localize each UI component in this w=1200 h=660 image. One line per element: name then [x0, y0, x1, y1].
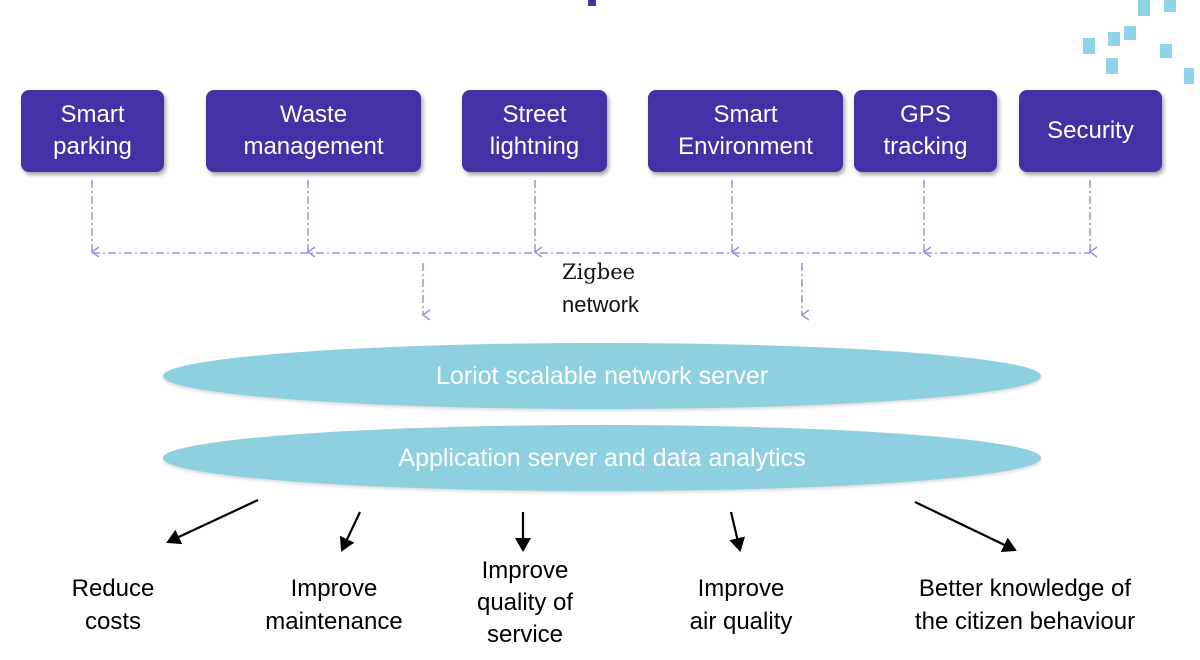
source-box-street-lightning: Street lightning: [462, 90, 607, 172]
source-box-security: Security: [1019, 90, 1162, 172]
outcome-line: Improve: [481, 557, 569, 584]
source-box-smart-parking: Smart parking: [21, 90, 164, 172]
network-label-zigbee: Zigbee: [562, 260, 636, 284]
outcome-line: costs: [84, 608, 141, 635]
outcome-line: the citizen behaviour: [914, 608, 1136, 635]
source-label-line1: Street: [502, 101, 567, 128]
network-server-ellipse: Loriot scalable network server: [163, 343, 1041, 409]
decorative-square: [1108, 32, 1120, 46]
outcome-line: Improve: [697, 575, 785, 602]
outcome-line: air quality: [689, 608, 793, 635]
decorative-square: [1106, 58, 1118, 74]
application-server-ellipse: Application server and data analytics: [163, 425, 1041, 491]
outcome-line: Better knowledge of: [918, 575, 1132, 602]
outcome-arrow: [914, 501, 1017, 553]
decorative-square: [588, 0, 596, 6]
network-label-network: network: [562, 292, 640, 317]
application-server-label: Application server and data analytics: [398, 443, 806, 472]
decorative-square: [1164, 0, 1176, 12]
outcome-line: Reduce: [71, 575, 155, 602]
source-label-line1: Smart: [60, 101, 125, 128]
source-box-waste-management: Waste management: [206, 90, 421, 172]
outcome-improve-quality-of-service: Improve quality of service: [385, 555, 665, 651]
outcome-arrow: [166, 499, 259, 545]
source-label-line1: Waste: [279, 101, 348, 128]
outcome-improve-maintenance: Improve maintenance: [194, 572, 474, 638]
source-label-line2: lightning: [489, 133, 580, 160]
outcome-line: maintenance: [265, 608, 403, 635]
decorative-square: [1138, 0, 1150, 16]
decorative-square: [1160, 44, 1172, 58]
outcome-arrow: [339, 511, 361, 552]
source-label-line1: GPS: [900, 101, 951, 128]
outcome-arrow: [729, 511, 746, 552]
outcome-line: Improve: [290, 575, 378, 602]
source-label-line2: tracking: [883, 133, 968, 160]
source-label-line2: Environment: [678, 133, 813, 160]
outcome-improve-air-quality: Improve air quality: [601, 572, 881, 638]
outcome-line: quality of: [476, 589, 574, 616]
network-server-label: Loriot scalable network server: [435, 361, 769, 390]
source-label-line1: Security: [1047, 117, 1134, 144]
source-label-line1: Smart: [713, 101, 778, 128]
outcome-reduce-costs: Reduce costs: [0, 572, 253, 638]
outcome-better-knowledge: Better knowledge of the citizen behaviou…: [880, 572, 1170, 638]
decorative-square: [1083, 38, 1095, 54]
decorative-square: [1184, 68, 1194, 84]
source-label-line2: parking: [53, 133, 132, 160]
decorative-square: [1124, 26, 1136, 40]
outcome-line: service: [486, 621, 564, 648]
source-label-line2: management: [243, 133, 384, 160]
source-box-gps-tracking: GPS tracking: [854, 90, 997, 172]
